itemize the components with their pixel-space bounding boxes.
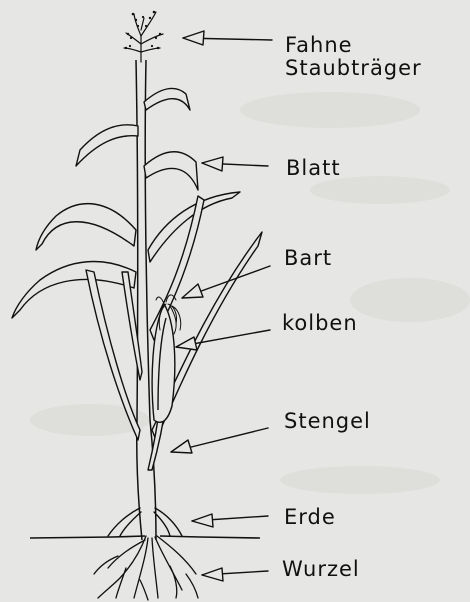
leaf (12, 262, 136, 318)
arrowhead-stengel (171, 440, 192, 453)
label-stengel: Stengel (284, 409, 371, 433)
arrowhead-kolben (176, 337, 197, 350)
arrowhead-fahne (183, 31, 204, 45)
label-wurzel: Wurzel (282, 557, 360, 581)
leaf (144, 88, 190, 110)
arrowhead-erde (192, 514, 213, 527)
roots (94, 536, 198, 600)
leaf (76, 125, 138, 166)
label-kolben: kolben (282, 311, 358, 335)
arrowhead-bart (182, 284, 203, 298)
leaf (144, 152, 198, 190)
arrowhead-wurzel (202, 568, 223, 581)
prop-roots (108, 508, 182, 536)
tassel (124, 12, 163, 62)
leaf (122, 272, 142, 380)
label-bart: Bart (284, 246, 332, 270)
leaf (36, 204, 136, 250)
label-staubtraeger: Staubträger (285, 56, 422, 80)
label-erde: Erde (284, 505, 336, 529)
label-fahne: Fahne (285, 33, 353, 57)
arrowhead-blatt (202, 157, 223, 171)
label-blatt: Blatt (286, 156, 341, 180)
